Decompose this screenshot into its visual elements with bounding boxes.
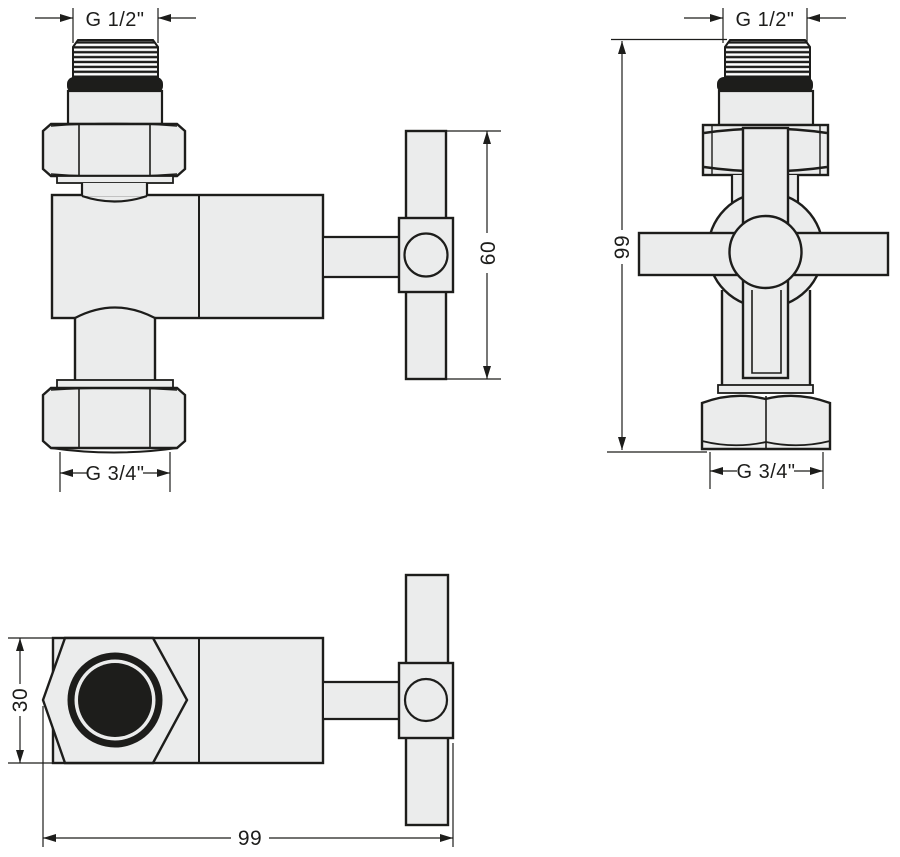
thread-side [72, 39, 159, 79]
dim-label-60: 60 [477, 241, 500, 265]
dim-label-99-front: 99 [611, 235, 634, 259]
front-view: G 1/2" 99 G 3/4" [607, 8, 890, 489]
bottom-dome-arc [74, 306, 156, 319]
side-view: G 1/2" G 3/4" 60 [35, 8, 501, 492]
bottom-port-tube-fill [76, 300, 155, 385]
dim-g34-side [59, 452, 171, 492]
dim-g12-front [684, 8, 846, 43]
dim-g34-front [709, 452, 824, 489]
upper-nut-collar [56, 175, 174, 184]
lower-collar-front [717, 384, 814, 394]
upper-nut-top-chamfer [50, 122, 178, 127]
dim-99-top [42, 706, 454, 847]
o-ring-front [717, 77, 813, 93]
dim-99-front [607, 38, 727, 453]
port-bore-top [78, 663, 152, 737]
dim-60-side [446, 130, 501, 380]
top-view: 30 99 [8, 573, 455, 850]
dim-label-g12-side: G 1/2" [85, 9, 144, 31]
lower-hex-nut-side [41, 386, 187, 450]
stem-fill-top [324, 683, 399, 718]
upper-neck-fill [82, 183, 147, 196]
o-ring-side [67, 77, 163, 93]
dim-label-g34-side: G 3/4" [85, 463, 144, 485]
thread-front [724, 39, 811, 79]
port-ring-top [67, 652, 163, 748]
dim-label-g34-front: G 3/4" [736, 461, 795, 483]
handle-hub-circle-top [403, 677, 449, 723]
stem-fill-side [324, 238, 399, 276]
dim-label-g12-front: G 1/2" [735, 9, 794, 31]
handle-hub-circle-side [403, 232, 449, 278]
handle-hub-circle-front [728, 214, 803, 290]
upper-dome-arc [81, 194, 148, 203]
valve-body-side [50, 193, 325, 320]
dim-g12-side [35, 8, 196, 43]
lower-nut-front-bottom-arc-right [765, 440, 831, 447]
dim-30-top [8, 637, 53, 764]
lower-nut-front-bottom-arc-left [701, 440, 767, 447]
lower-nut-top-chamfer [50, 387, 178, 391]
lower-nut-bottom-chamfer [50, 447, 178, 454]
handle-bar-inner-face [751, 290, 782, 374]
thread-cylinder-front [717, 89, 815, 127]
upper-hex-nut-side [41, 122, 187, 178]
dim-label-30: 30 [9, 688, 32, 712]
dim-label-99-top: 99 [238, 827, 262, 850]
thread-cylinder-side [66, 89, 164, 126]
